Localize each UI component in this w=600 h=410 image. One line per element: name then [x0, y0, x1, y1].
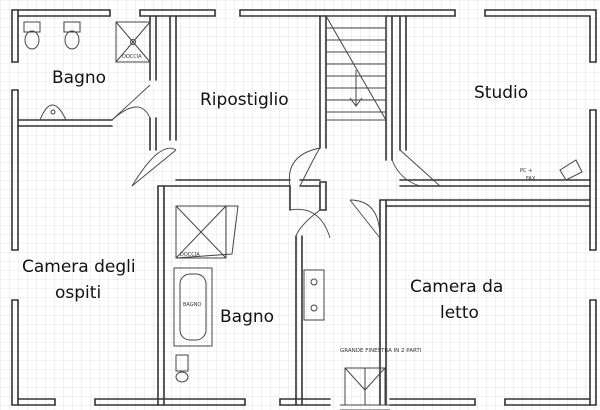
- vasca-label: BAGNO: [183, 302, 201, 308]
- room-label-camera-letto-1: Camera da: [410, 277, 503, 297]
- room-label-bagno-top: Bagno: [52, 68, 106, 88]
- window-note: GRANDE FINESTRA IN 2 PARTI: [340, 348, 422, 354]
- room-label-camera-ospiti-1: Camera degli: [22, 257, 136, 277]
- toilet-icon: [23, 21, 41, 33]
- room-label-camera-letto-2: letto: [440, 303, 479, 323]
- bidet-icon: [63, 21, 81, 33]
- room-label-bagno-center: Bagno: [220, 307, 274, 327]
- stair-arrow-icon: [349, 97, 363, 107]
- center-sink-icon: [303, 269, 325, 321]
- walls: [11, 9, 597, 406]
- large-window: GRANDE FINESTRA IN 2 PARTI: [340, 348, 422, 410]
- staircase: [325, 15, 387, 121]
- bagno-center-fixtures: DOCCIA BAGNO: [173, 205, 325, 383]
- bathtub-icon: [173, 267, 213, 347]
- room-label-camera-ospiti-2: ospiti: [55, 283, 101, 303]
- center-toilet-icon: [175, 354, 189, 372]
- doors: [111, 84, 441, 239]
- shower-icon: [115, 21, 151, 63]
- room-label-ripostiglio: Ripostiglio: [200, 90, 289, 110]
- center-shower-icon: [175, 205, 227, 259]
- room-label-studio: Studio: [474, 83, 528, 103]
- bagno-top-fixtures: DOCCIA: [23, 21, 151, 121]
- doccia-center-label: DOCCIA: [180, 252, 200, 258]
- pc-label-2: FAX: [526, 176, 536, 182]
- studio-desk: PC + FAX: [520, 159, 583, 182]
- sink-icon: [39, 104, 67, 121]
- pc-label-1: PC +: [520, 168, 532, 174]
- doccia-top-label: DOCCIA: [122, 54, 142, 60]
- pc-icon: [559, 159, 583, 181]
